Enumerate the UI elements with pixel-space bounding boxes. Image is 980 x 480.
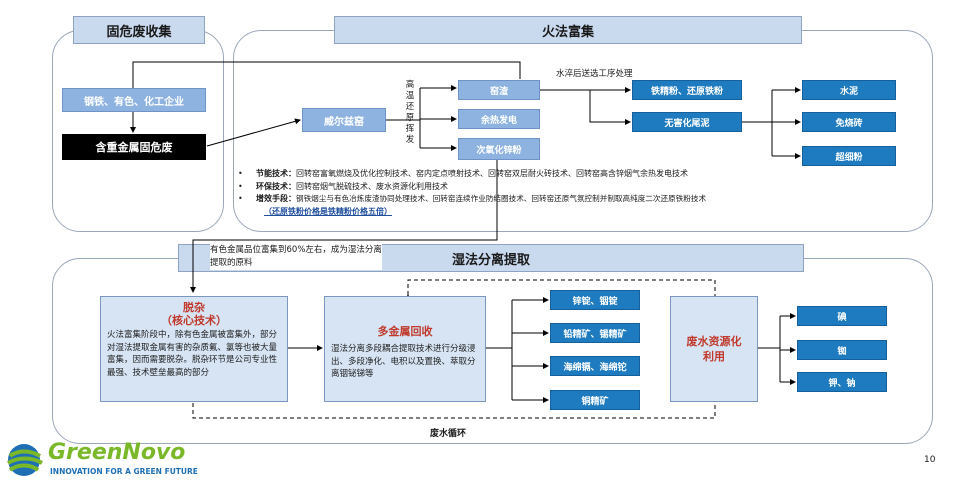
tech-row: •环保技术：回转窑烟气脱硫技术、废水资源化利用技术 xyxy=(238,181,448,191)
metal-cadmium-thallium-box: 海绵镉、海绵铊 xyxy=(550,356,640,376)
metal-copper-box: 铜精矿 xyxy=(550,390,640,410)
tech-label: 节能技术： xyxy=(256,169,296,178)
salt-iodine-box: 碘 xyxy=(797,306,887,326)
water-quench-note: 水淬后送选工序处理 xyxy=(556,69,633,79)
tech-text: 钢铁烟尘与有色冶炼废渣协同处理技术、回转窑连续作业防结圈技术、回转窑还原气氛控制… xyxy=(296,194,707,203)
fire-header: 火法富集 xyxy=(334,16,802,44)
industry-source-box: 钢铁、有色、化工企业 xyxy=(62,88,206,112)
page-number: 10 xyxy=(924,455,936,465)
salt-potassium-sodium-box: 钾、钠 xyxy=(797,372,887,392)
product-zinc-oxide-box: 次氧化锌粉 xyxy=(458,138,540,160)
tailings-box: 无害化尾泥 xyxy=(632,112,742,132)
product-power-box: 余热发电 xyxy=(458,109,540,129)
logo-wordmark: GreenNovo xyxy=(48,440,186,465)
deimpurity-box: 脱杂 （核心技术） 火法富集阶段中，除有色金属被富集外，部分对湿法提取金属有害的… xyxy=(100,296,288,402)
technology-list: •节能技术：回转窑富氧燃烧及优化控制技术、窑内定点喷射技术、回转窑双层耐火砖技术… xyxy=(238,168,928,218)
collect-panel xyxy=(52,30,224,232)
output-cement-box: 水泥 xyxy=(802,80,896,100)
collect-header: 固危废收集 xyxy=(73,16,205,44)
vertical-process-label: 高温还原挥发 xyxy=(405,80,415,145)
logo-tagline: INNOVATION FOR A GREEN FUTURE xyxy=(50,467,198,476)
multi-metal-text: 湿法分离多段耦合提取技术进行分级浸出、多段净化、电积以及置换、萃取分离铟铋锑等 xyxy=(331,344,476,379)
metal-lead-tin-box: 铅精矿、锡精矿 xyxy=(550,323,640,343)
tech-label: 环保技术： xyxy=(256,181,296,191)
enrichment-note: 有色金属品位富集到60%左右，成为湿法分离提取的原料 xyxy=(210,244,382,270)
tech-text: 回转窑富氧燃烧及优化控制技术、窑内定点喷射技术、回转窑双层耐火砖技术、回转窑高含… xyxy=(296,169,688,178)
tech-text: 回转窑烟气脱硫技术、废水资源化利用技术 xyxy=(296,181,448,191)
iron-powder-box: 铁精粉、还原铁粉 xyxy=(632,80,742,100)
tech-price-note: （还原铁粉价格是铁精粉价格五倍） xyxy=(264,206,392,216)
output-brick-box: 免烧砖 xyxy=(802,112,896,132)
globe-icon xyxy=(6,444,44,476)
tech-row: •节能技术：回转窑富氧燃烧及优化控制技术、窑内定点喷射技术、回转窑双层耐火砖技术… xyxy=(238,169,688,178)
output-superfine-box: 超细粉 xyxy=(802,146,896,166)
deimpurity-title: 脱杂 （核心技术） xyxy=(161,301,227,327)
product-slag-box: 窑渣 xyxy=(458,80,540,100)
water-recycle-label: 废水循环 xyxy=(430,429,467,439)
water-reuse-title: 废水资源化利用 xyxy=(686,335,742,363)
tech-label: 增效手段： xyxy=(256,194,296,203)
water-reuse-box: 废水资源化利用 xyxy=(670,296,758,402)
multi-metal-title: 多金属回收 xyxy=(377,325,433,338)
tech-row: •增效手段：钢铁烟尘与有色冶炼废渣协同处理技术、回转窑连续作业防结圈技术、回转窑… xyxy=(238,194,707,203)
salt-rubidium-box: 铷 xyxy=(797,340,887,360)
company-logo: GreenNovo INNOVATION FOR A GREEN FUTURE xyxy=(4,440,224,478)
waelz-kiln-box: 威尔兹窑 xyxy=(302,108,386,132)
deimpurity-text: 火法富集阶段中，除有色金属被富集外，部分对湿法提取金属有害的杂质氟、氯等也被大量… xyxy=(107,330,278,378)
heavy-metal-waste-box: 含重金属固危废 xyxy=(62,134,206,160)
multi-metal-box: 多金属回收 湿法分离多段耦合提取技术进行分级浸出、多段净化、电积以及置换、萃取分… xyxy=(324,296,486,402)
metal-zinc-indium-box: 锌锭、铟锭 xyxy=(550,290,640,310)
